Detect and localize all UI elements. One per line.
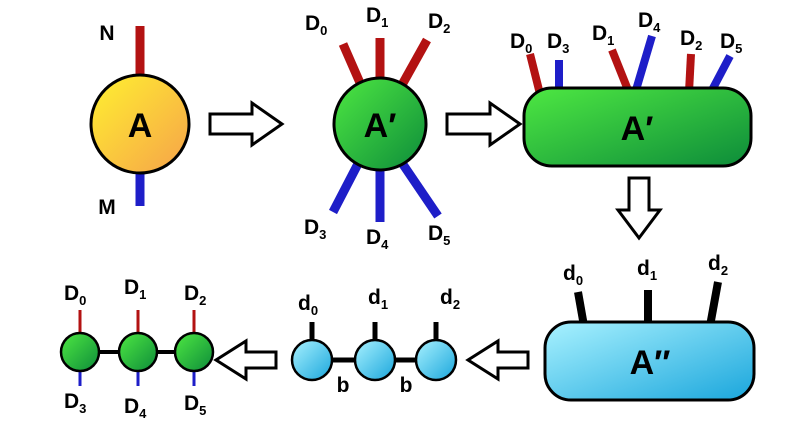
mps-label-d1: d1 (368, 286, 388, 312)
bond-label-2: b (400, 374, 413, 397)
block-small-label-d1: d1 (637, 257, 657, 283)
green-label-d3: D3 (64, 390, 86, 416)
mps-label-d2: d2 (440, 286, 460, 312)
green-label-d1: D1 (124, 276, 146, 302)
tensor-a-double-prime-label: A″ (630, 344, 671, 382)
label-d2: D2 (428, 10, 450, 36)
mps-cyan-site-2 (353, 338, 397, 382)
arrow-right-2 (445, 100, 523, 148)
block-label-d3: D3 (547, 30, 569, 56)
mps-green-site-2 (117, 331, 159, 373)
block-leg-d2 (685, 53, 695, 93)
arrow-right-1 (208, 100, 285, 148)
block-label-d5: D5 (720, 30, 742, 56)
bond-label-1: b (337, 374, 350, 397)
green-label-d5: D5 (184, 392, 206, 418)
arrow-left-1 (465, 338, 530, 382)
block-leg-d0 (526, 53, 544, 95)
mps-label-d0: d0 (298, 292, 318, 318)
green-label-d4: D4 (124, 395, 147, 421)
tensor-a-prime-block-group: A′ D0 D3 D1 D4 D2 D5 (510, 9, 753, 168)
label-d5: D5 (428, 222, 450, 248)
tensor-a-double-prime-block (543, 320, 756, 402)
block-leg-d5 (707, 54, 734, 94)
mps-green-site-3 (173, 331, 215, 373)
block-small-label-d2: d2 (708, 252, 728, 278)
tensor-a-prime-block-label: A′ (621, 110, 654, 148)
arrow-down (615, 176, 663, 241)
tensor-a-prime-split-group: A′ D0 D1 D2 D3 D4 D5 (304, 4, 450, 252)
leg-d5 (396, 157, 442, 219)
block-label-d0: D0 (510, 30, 532, 56)
arrow-left-2 (213, 338, 278, 382)
block-leg-d1 (608, 48, 632, 92)
mps-cyan-site-1 (290, 338, 334, 382)
block-label-d1: D1 (592, 22, 614, 48)
block-leg-d0-small (574, 291, 588, 327)
tensor-a-prime-block (522, 86, 753, 168)
green-label-d0: D0 (64, 282, 86, 308)
block-leg-d2-small (706, 281, 722, 327)
block-small-label-d0: d0 (563, 262, 583, 288)
leg-d3 (329, 157, 364, 215)
tensor-a-prime-node (332, 76, 428, 172)
mps-cyan-site-3 (414, 338, 458, 382)
label-d3: D3 (304, 216, 326, 242)
mps-green-group: D0 D1 D2 D3 D4 D5 (59, 276, 215, 421)
label-d0: D0 (305, 12, 327, 38)
tensor-a-prime-label: A′ (364, 107, 397, 145)
label-d1: D1 (366, 4, 388, 30)
tensor-a-group: A N M (89, 22, 191, 219)
block-label-d4: D4 (638, 9, 661, 35)
block-leg-d4 (632, 34, 656, 92)
mps-green-site-1 (59, 331, 101, 373)
label-d4: D4 (366, 226, 389, 252)
block-label-d2: D2 (680, 27, 702, 53)
tensor-a-label: A (128, 107, 153, 145)
leg-m-label: M (98, 196, 116, 219)
green-label-d2: D2 (184, 282, 206, 308)
leg-n-label: N (99, 22, 114, 45)
tensor-a-double-prime-group: A″ d0 d1 d2 (543, 252, 756, 402)
mps-cyan-group: d0 d1 d2 b b (290, 286, 460, 397)
tensor-a-node (89, 73, 191, 175)
